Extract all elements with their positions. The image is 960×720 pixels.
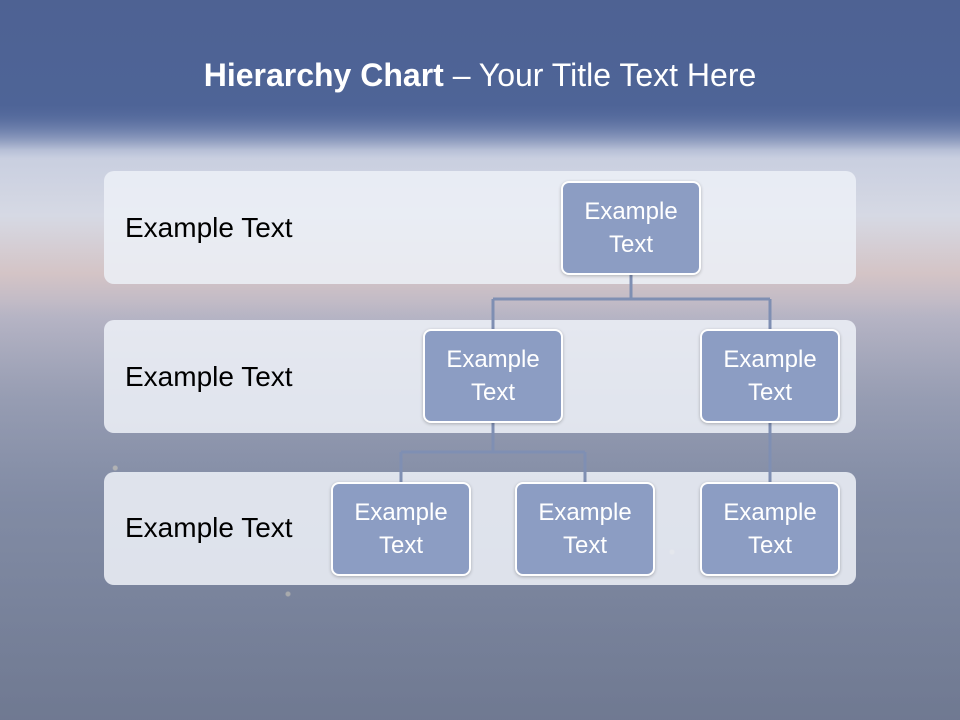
node-root: Example Text	[561, 181, 701, 275]
node-child-right-label: Example Text	[723, 346, 817, 406]
node-child-right: Example Text	[700, 329, 840, 423]
level-label-3: Example Text	[125, 512, 293, 543]
title-band	[0, 0, 960, 150]
node-grandchild-3: Example Text	[700, 482, 840, 576]
node-grandchild-1-label: Example Text	[354, 499, 448, 559]
node-grandchild-1: Example Text	[331, 482, 471, 576]
node-child-left: Example Text	[423, 329, 563, 423]
node-grandchild-3-label: Example Text	[723, 499, 817, 559]
title-rest: – Your Title Text Here	[443, 57, 757, 93]
node-grandchild-2-label: Example Text	[538, 499, 632, 559]
slide-title: Hierarchy Chart – Your Title Text Here	[0, 54, 960, 96]
node-child-left-label: Example Text	[446, 346, 540, 406]
node-root-label: Example Text	[584, 198, 678, 258]
level-label-2: Example Text	[125, 361, 293, 392]
level-band-1	[104, 171, 856, 284]
node-grandchild-2: Example Text	[515, 482, 655, 576]
level-label-1: Example Text	[125, 212, 293, 243]
title-bold: Hierarchy Chart	[203, 57, 444, 93]
